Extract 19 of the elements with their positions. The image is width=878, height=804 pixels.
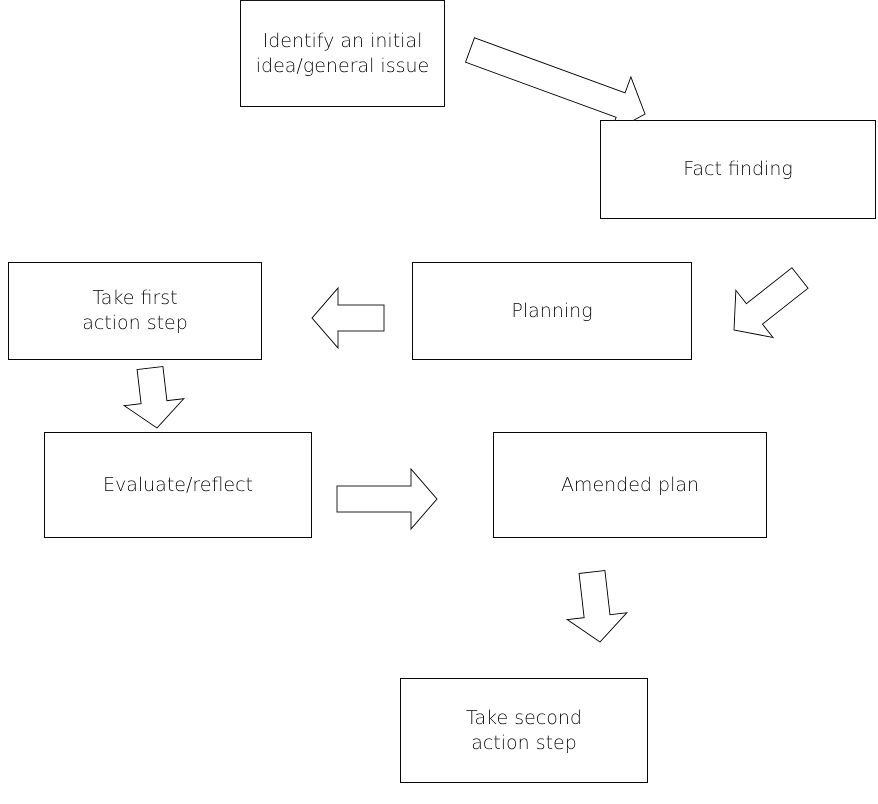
block-arrow	[336, 468, 438, 530]
process-box	[44, 432, 312, 538]
block-arrow	[311, 286, 384, 350]
box-label: Evaluate/reflect	[102, 472, 254, 498]
process-box	[600, 120, 876, 219]
box-label: Fact finding	[682, 157, 794, 182]
box-label: Take first action step	[81, 286, 189, 336]
process-box	[400, 678, 648, 783]
process-box	[493, 432, 767, 538]
block-arrow	[733, 267, 809, 338]
process-box	[412, 262, 692, 360]
block-arrow	[566, 570, 628, 643]
box-label: Identify an initial idea/general issue	[254, 28, 430, 78]
box-label: Amended plan	[560, 472, 700, 498]
block-arrow	[122, 366, 186, 429]
process-box	[240, 0, 445, 107]
box-label: Planning	[510, 298, 594, 324]
process-box	[8, 262, 262, 360]
box-label: Take second action step	[465, 706, 583, 756]
